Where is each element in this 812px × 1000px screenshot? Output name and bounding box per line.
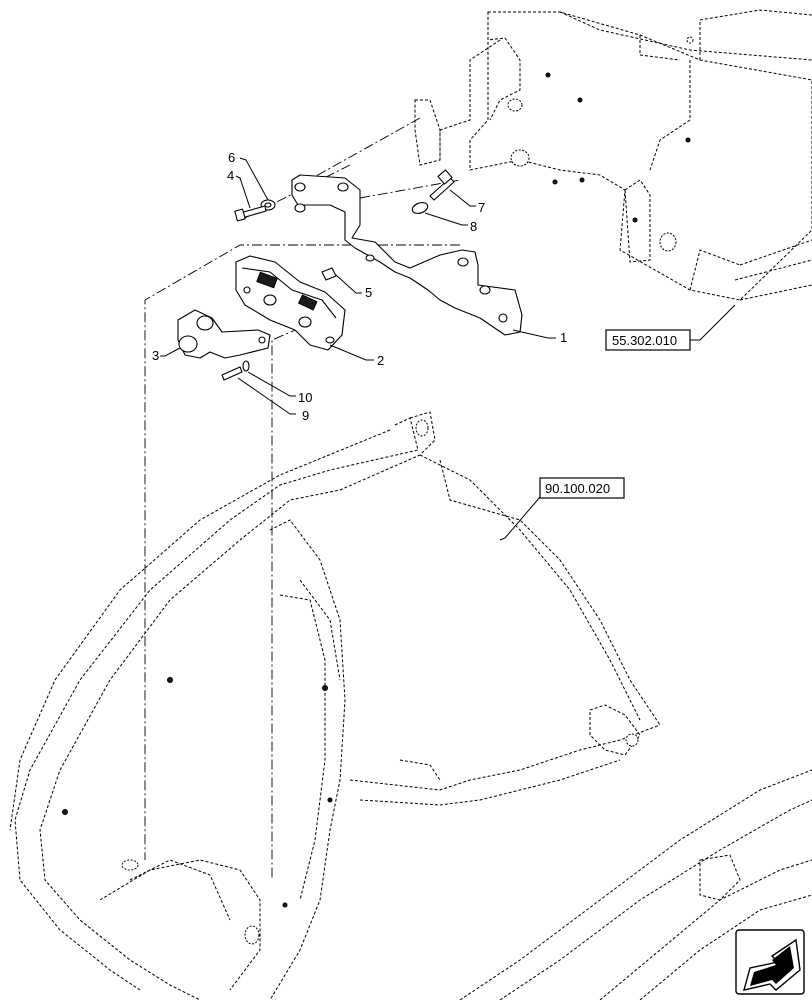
reference-fender-label: 90.100.020 xyxy=(545,481,610,496)
callout-5: 5 xyxy=(365,285,372,300)
frame-assembly xyxy=(414,9,812,301)
nut-5 xyxy=(321,267,337,281)
callout-4: 4 xyxy=(227,168,234,183)
callout-2: 2 xyxy=(377,353,384,368)
leader-lines xyxy=(160,157,736,541)
callout-labels: 1 2 3 4 5 6 7 8 9 10 xyxy=(152,150,567,423)
washer-10 xyxy=(242,360,250,372)
fasteners xyxy=(221,169,455,381)
reference-frame-label: 55.302.010 xyxy=(612,333,677,348)
callout-3: 3 xyxy=(152,348,159,363)
callout-10: 10 xyxy=(298,390,312,405)
callout-7: 7 xyxy=(478,200,485,215)
reference-fender[interactable]: 90.100.020 xyxy=(539,477,625,499)
callout-9: 9 xyxy=(302,408,309,423)
mounting-bracket xyxy=(291,174,523,336)
callout-6: 6 xyxy=(228,150,235,165)
washer-8 xyxy=(411,202,429,214)
screw-9 xyxy=(221,366,243,381)
reference-frame[interactable]: 55.302.010 xyxy=(605,329,691,351)
bolt-7 xyxy=(429,177,455,201)
callout-1: 1 xyxy=(560,330,567,345)
arrow-back-icon[interactable] xyxy=(735,929,805,995)
fender-assembly xyxy=(9,411,812,1000)
latch-body xyxy=(235,255,346,351)
latch-handle xyxy=(177,309,271,359)
callout-8: 8 xyxy=(470,219,477,234)
assembly-lines xyxy=(144,117,461,880)
